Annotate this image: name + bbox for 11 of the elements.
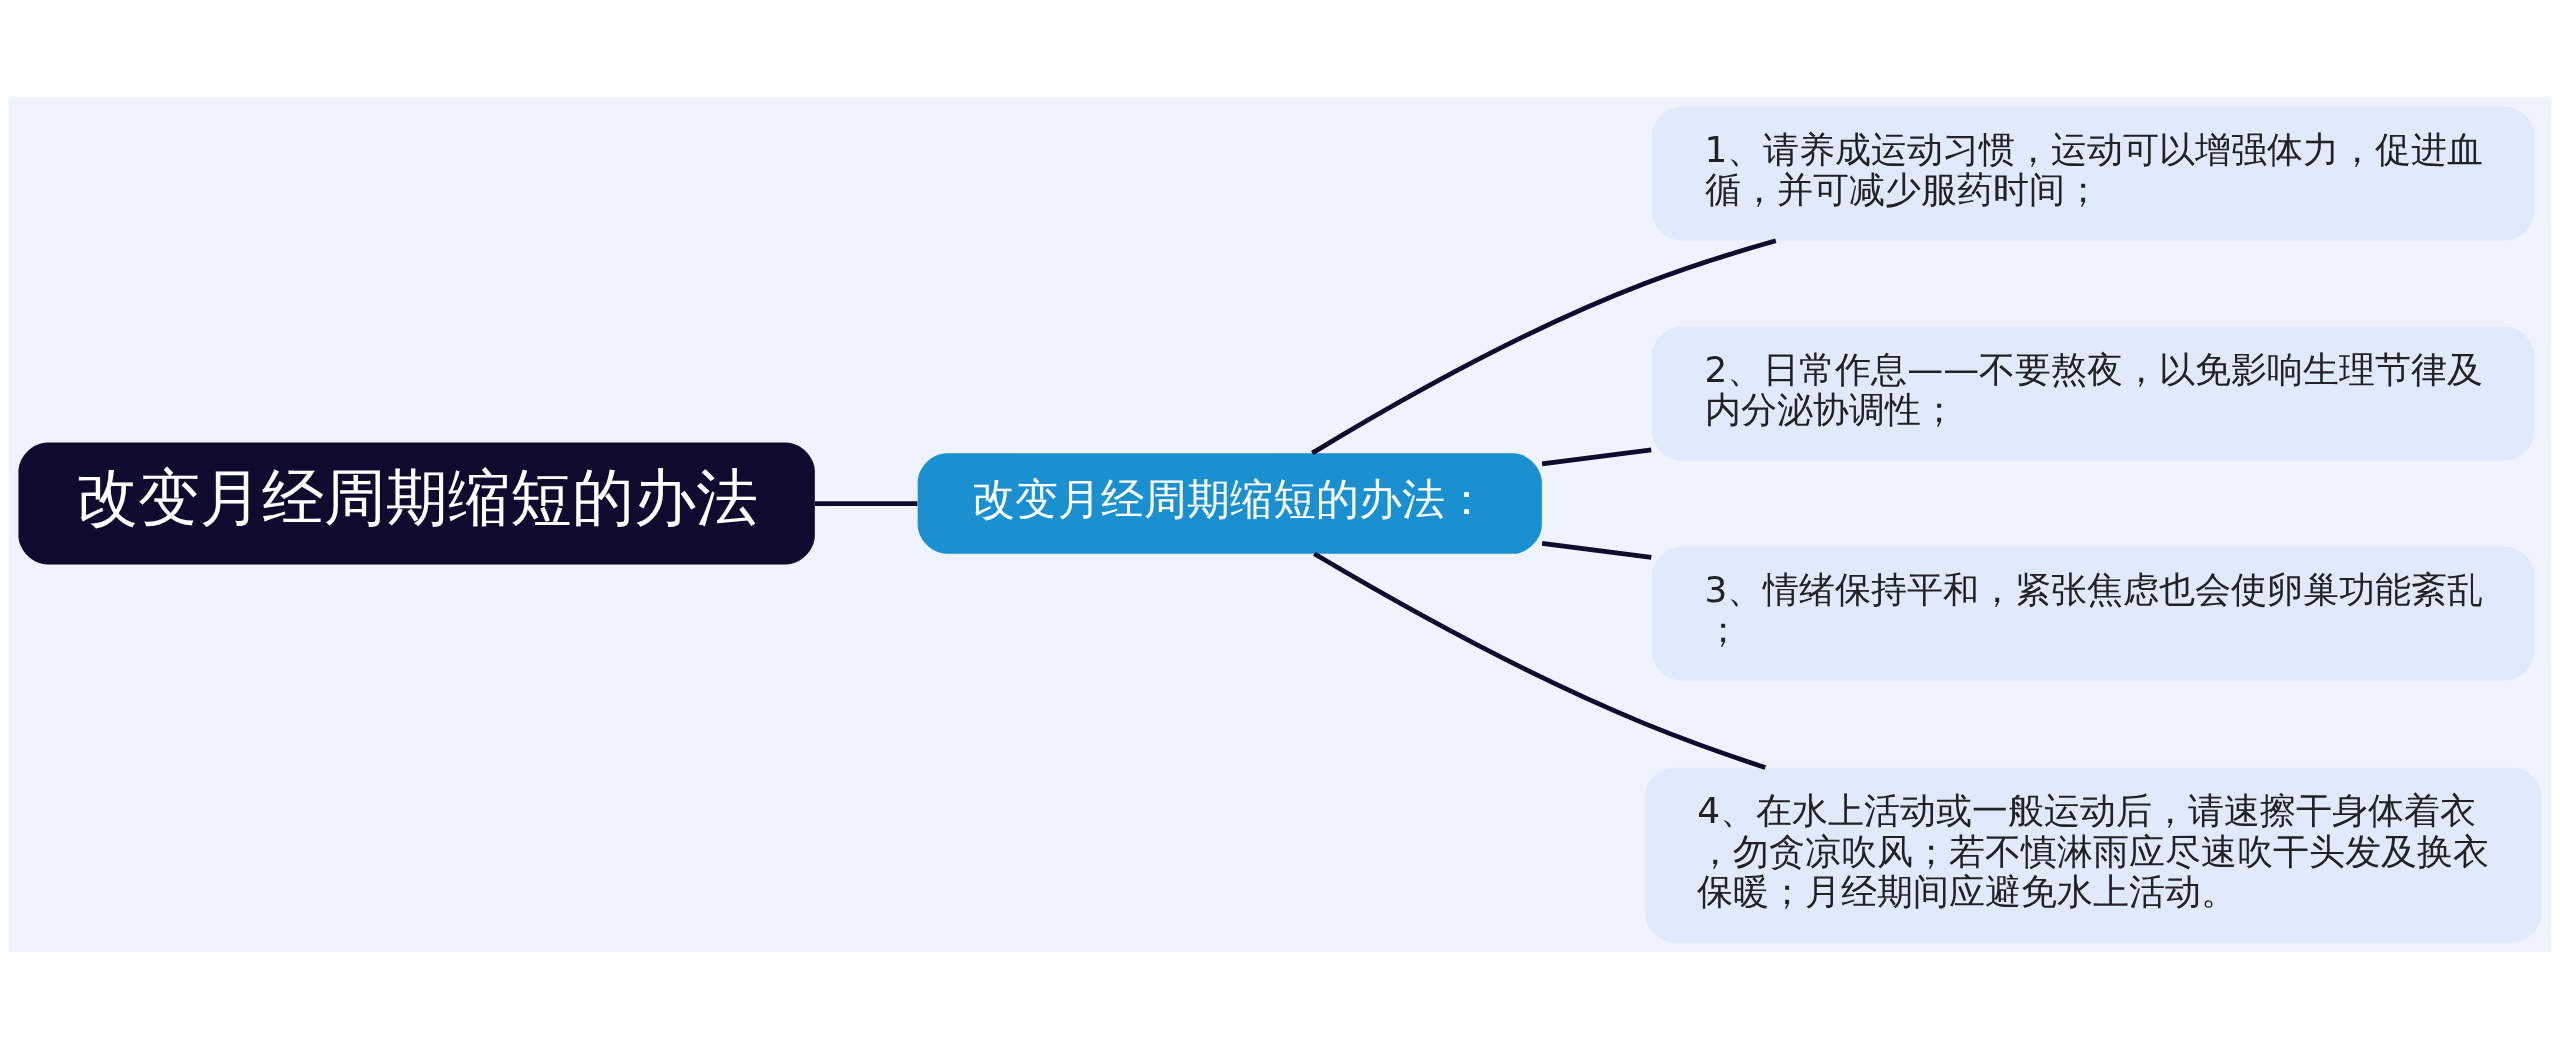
node-box: 改变月经周期缩短的办法 — [18, 442, 815, 565]
connector — [1313, 551, 1767, 770]
node-box: 改变月经周期缩短的办法： — [917, 453, 1542, 554]
connector — [1541, 447, 1652, 467]
connector — [814, 501, 918, 506]
node-box: 4、在水上活动或一般运动后，请速擦干身体着衣，勿贪凉吹风；若不慎淋雨应尽速吹干头发及换衣保暖；月经期间应避免水上活动。 — [1644, 767, 2542, 943]
connector — [1541, 540, 1652, 560]
node-box: 3、情绪保持平和，紧张焦虑也会使卵巢功能紊乱； — [1651, 546, 2535, 681]
node-box: 1、请养成运动习惯，运动可以增强体力，促进血循，并可减少服药时间； — [1651, 106, 2535, 241]
node-box: 2、日常作息——不要熬夜，以免影响生理节律及内分泌协调性； — [1651, 326, 2535, 461]
connector — [1311, 238, 1777, 456]
